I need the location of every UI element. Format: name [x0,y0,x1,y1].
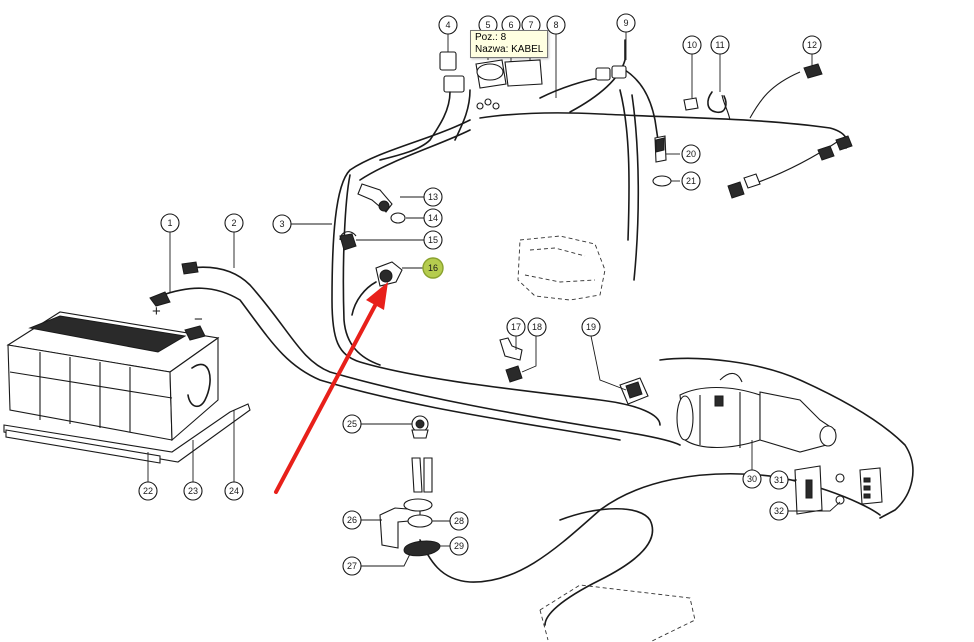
callout-4[interactable]: 4 [438,15,458,35]
main-harness [331,119,661,426]
callout-2[interactable]: 2 [224,213,244,233]
sensors-left [339,183,406,316]
sensors-upper [652,63,853,199]
relay-cluster [379,51,627,161]
callout-31-label: 31 [774,475,784,485]
callout-19[interactable]: 19 [581,317,601,337]
callout-5-label: 5 [485,20,490,30]
callout-29-label: 29 [454,541,464,551]
callout-25-label: 25 [347,419,357,429]
callout-6-label: 6 [508,20,513,30]
tooltip-position: Poz.: 8 [475,32,507,43]
callout-9[interactable]: 9 [616,13,636,33]
callout-28-label: 28 [454,516,464,526]
callout-11[interactable]: 11 [710,35,730,55]
red-arrow [274,282,388,494]
battery [3,261,251,464]
callout-8[interactable]: 8 [546,15,566,35]
callout-12-label: 12 [807,40,817,50]
relay-base [794,465,883,515]
callout-23[interactable]: 23 [183,481,203,501]
lower-box-outline [539,584,696,642]
callout-2-label: 2 [231,218,236,228]
callout-31[interactable]: 31 [769,470,789,490]
callout-27[interactable]: 27 [342,556,362,576]
callout-13-label: 13 [428,192,438,202]
callout-29[interactable]: 29 [449,536,469,556]
callout-17-label: 17 [511,322,521,332]
callout-30[interactable]: 30 [742,469,762,489]
callout-20-label: 20 [686,149,696,159]
lower-harness [659,357,914,519]
callout-20[interactable]: 20 [681,144,701,164]
mount-plate [379,457,441,557]
callout-7[interactable]: 7 [521,15,541,35]
part-tooltip: Poz.: 8 Nazwa: KABEL [470,30,549,58]
plus-sign: + [152,303,161,320]
engine-outline [517,235,606,301]
callout-18-label: 18 [532,322,542,332]
callout-10-label: 10 [687,40,697,50]
callout-32[interactable]: 32 [769,501,789,521]
callout-3[interactable]: 3 [272,214,292,234]
callout-15[interactable]: 15 [423,230,443,250]
callout-23-label: 23 [188,486,198,496]
callout-14-label: 14 [428,213,438,223]
callout-11-label: 11 [715,40,724,50]
callout-10[interactable]: 10 [682,35,702,55]
callout-27-label: 27 [347,561,357,571]
callout-9-label: 9 [623,18,628,28]
callout-19-label: 19 [586,322,596,332]
callout-24[interactable]: 24 [224,481,244,501]
callout-25[interactable]: 25 [342,414,362,434]
callout-28[interactable]: 28 [449,511,469,531]
callout-21[interactable]: 21 [681,171,701,191]
callout-3-label: 3 [279,219,284,229]
callout-26-label: 26 [347,515,357,525]
callout-13[interactable]: 13 [423,187,443,207]
callout-1[interactable]: 1 [160,213,180,233]
tooltip-name: Nazwa: KABEL [475,44,544,55]
starter-motor [619,377,837,453]
callout-32-label: 32 [774,506,784,516]
callout-4-label: 4 [445,20,450,30]
callout-24-label: 24 [229,486,239,496]
callout-17[interactable]: 17 [506,317,526,337]
callout-18[interactable]: 18 [527,317,547,337]
callout-12[interactable]: 12 [802,35,822,55]
callout-30-label: 30 [747,474,757,484]
callout-16[interactable]: 16 [422,257,444,279]
callout-14[interactable]: 14 [423,208,443,228]
callout-8-label: 8 [553,20,558,30]
callout-7-label: 7 [528,20,533,30]
callout-15-label: 15 [428,235,438,245]
callout-21-label: 21 [686,176,696,186]
callout-16-label: 16 [428,263,438,273]
callout-1-label: 1 [167,218,172,228]
callout-26[interactable]: 26 [342,510,362,530]
battery-cable [189,266,681,446]
callout-22[interactable]: 22 [138,481,158,501]
bracket [499,337,523,383]
minus-sign: − [194,311,203,328]
leader-lines [147,32,841,567]
callout-22-label: 22 [143,486,153,496]
push-switch [411,415,429,439]
